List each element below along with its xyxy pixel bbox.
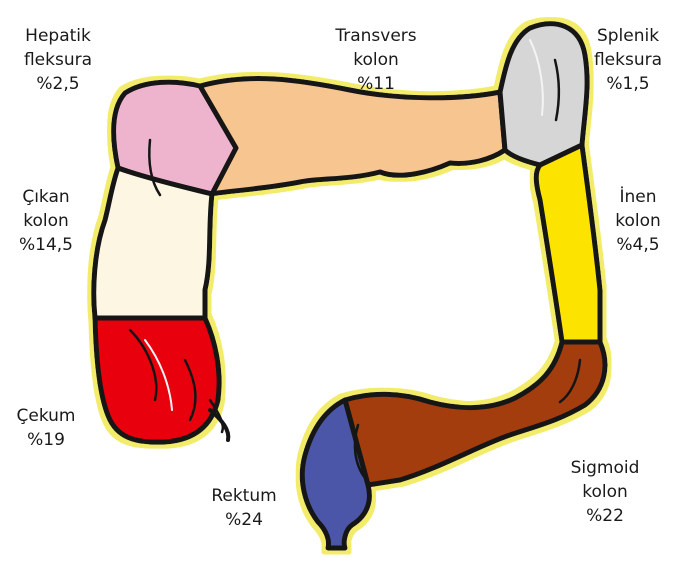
label-line: Splenik (580, 24, 676, 48)
label-hepatic-flexure: Hepatik fleksura %2,5 (8, 24, 108, 96)
label-ascending-colon: Çıkan kolon %14,5 (8, 185, 84, 257)
label-value: %19 (8, 428, 84, 452)
cecum-shape (95, 318, 219, 442)
label-value: %22 (555, 504, 655, 528)
label-line: kolon (320, 48, 432, 72)
label-value: %2,5 (8, 72, 108, 96)
label-value: %24 (196, 508, 292, 532)
descending-colon-shape (536, 145, 600, 342)
ascending-colon-shape (94, 168, 212, 318)
label-line: Çıkan (8, 185, 84, 209)
label-line: Çekum (8, 404, 84, 428)
label-cecum: Çekum %19 (8, 404, 84, 452)
label-line: fleksura (8, 48, 108, 72)
label-line: İnen (600, 185, 676, 209)
label-line: Transvers (320, 24, 432, 48)
label-value: %4,5 (600, 233, 676, 257)
label-line: kolon (8, 209, 84, 233)
label-rectum: Rektum %24 (196, 484, 292, 532)
label-line: kolon (600, 209, 676, 233)
label-line: Rektum (196, 484, 292, 508)
label-line: Sigmoid (555, 456, 655, 480)
label-line: kolon (555, 480, 655, 504)
label-line: fleksura (580, 48, 676, 72)
label-line: Hepatik (8, 24, 108, 48)
label-value: %14,5 (8, 233, 84, 257)
label-value: %1,5 (580, 72, 676, 96)
label-transverse-colon: Transvers kolon %11 (320, 24, 432, 96)
label-splenic-flexure: Splenik fleksura %1,5 (580, 24, 676, 96)
label-sigmoid-colon: Sigmoid kolon %22 (555, 456, 655, 528)
label-value: %11 (320, 72, 432, 96)
label-descending-colon: İnen kolon %4,5 (600, 185, 676, 257)
